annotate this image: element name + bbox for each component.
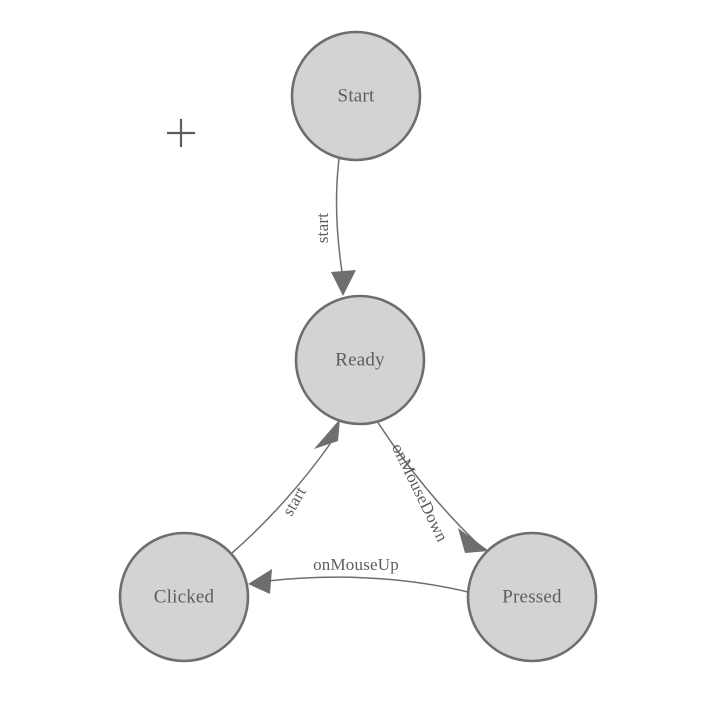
node-ready-label: Ready xyxy=(335,350,385,371)
arrowhead-pressed-to-clicked xyxy=(248,569,272,594)
edge-path-ready-to-pressed[interactable] xyxy=(376,420,480,546)
edge-pressed-to-clicked[interactable]: onMouseUp xyxy=(248,555,469,594)
node-start-label: Start xyxy=(338,86,375,107)
edge-clicked-to-ready[interactable]: start xyxy=(231,419,340,554)
arrowhead-ready-to-pressed xyxy=(458,528,489,553)
edge-path-clicked-to-ready[interactable] xyxy=(231,443,331,554)
edge-label-clicked-to-ready: start xyxy=(278,483,310,519)
plus-crosshair-icon[interactable] xyxy=(167,119,195,147)
edge-label-ready-to-pressed: onMouseDown xyxy=(388,440,452,545)
edge-label-pressed-to-clicked: onMouseUp xyxy=(313,555,399,574)
arrowhead-start-to-ready xyxy=(331,270,356,296)
edge-path-start-to-ready[interactable] xyxy=(335,158,343,273)
node-start[interactable]: Start xyxy=(290,30,422,162)
node-clicked[interactable]: Clicked xyxy=(118,531,250,663)
node-start-circle[interactable] xyxy=(290,30,422,162)
edge-ready-to-pressed[interactable]: onMouseDown xyxy=(376,420,489,553)
arrowhead-clicked-to-ready xyxy=(314,419,340,449)
node-clicked-label: Clicked xyxy=(154,587,215,608)
node-ready[interactable]: Ready xyxy=(294,294,426,426)
edge-path-pressed-to-clicked[interactable] xyxy=(267,576,469,593)
node-clicked-circle[interactable] xyxy=(118,531,250,663)
node-pressed-circle[interactable] xyxy=(466,531,598,663)
edge-start-to-ready[interactable]: start xyxy=(313,158,356,296)
edge-label-start-to-ready: start xyxy=(313,213,332,243)
node-pressed[interactable]: Pressed xyxy=(466,531,598,663)
node-pressed-label: Pressed xyxy=(502,587,562,608)
node-ready-circle[interactable] xyxy=(294,294,426,426)
